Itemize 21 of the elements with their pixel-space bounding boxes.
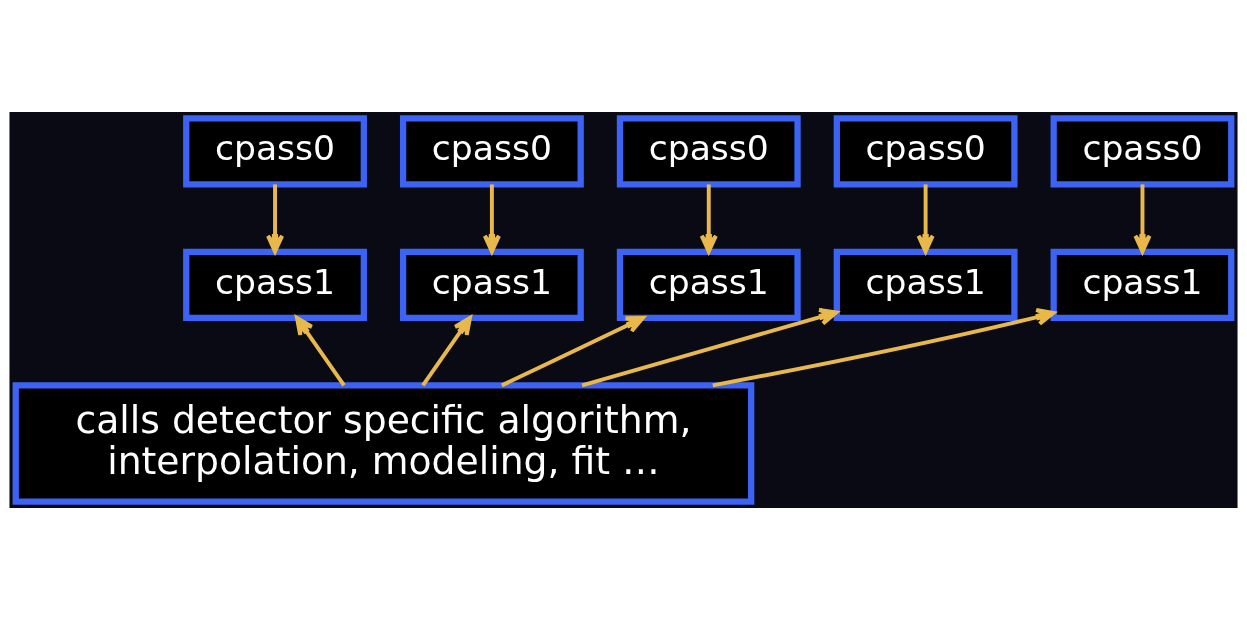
node-box: cpass0 bbox=[1050, 114, 1235, 187]
node-box: calls detector specific algorithm, interpolation, modeling, fit … bbox=[12, 381, 755, 505]
node-box: cpass0 bbox=[833, 114, 1018, 187]
node-box: cpass1 bbox=[833, 248, 1018, 321]
arrow bbox=[421, 315, 472, 386]
arrow bbox=[482, 183, 501, 254]
node-box: cpass0 bbox=[616, 114, 801, 187]
node-box: cpass1 bbox=[183, 248, 367, 321]
arrow bbox=[1133, 183, 1152, 254]
node-box: cpass1 bbox=[1050, 248, 1235, 321]
arrow bbox=[501, 315, 645, 387]
arrow bbox=[581, 307, 839, 387]
arrow bbox=[916, 183, 935, 254]
arrow bbox=[295, 315, 346, 386]
node-box: cpass0 bbox=[183, 114, 367, 187]
node-box: cpass0 bbox=[399, 114, 584, 187]
node-box: cpass1 bbox=[399, 248, 584, 321]
arrow bbox=[712, 307, 1056, 387]
node-box: cpass1 bbox=[616, 248, 801, 321]
arrow bbox=[266, 183, 285, 254]
arrow bbox=[699, 183, 718, 254]
